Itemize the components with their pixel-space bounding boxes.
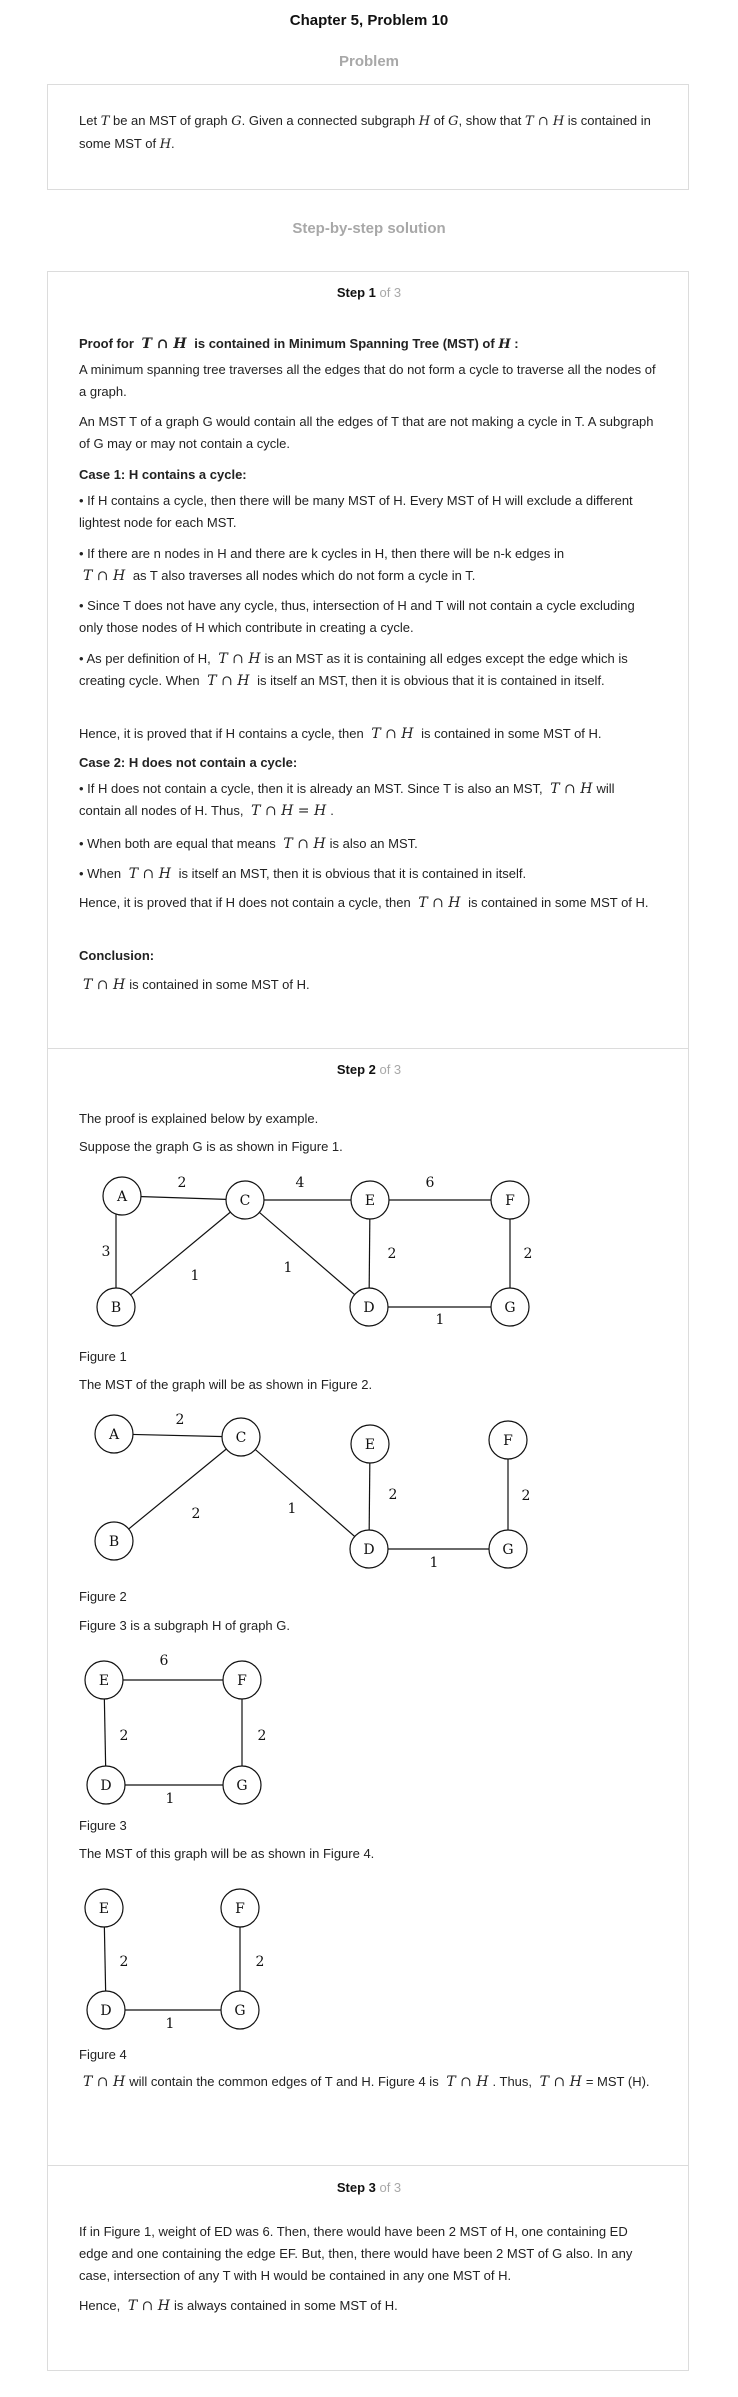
node-label: E — [99, 1901, 109, 1917]
node-label: D — [363, 1542, 374, 1558]
case1-heading: Case 1: H contains a cycle: — [79, 467, 247, 482]
edge-weight: 2 — [192, 1506, 201, 1522]
edge-weight: 6 — [160, 1653, 169, 1669]
node-label: C — [236, 1430, 247, 1446]
edge-weight: 1 — [166, 1791, 175, 1807]
edge-weight: 2 — [256, 1954, 265, 1970]
figure1-graph: A C E F B D G 2 4 6 3 1 1 2 2 1 — [96, 1175, 533, 1328]
edge-weight: 3 — [102, 1244, 111, 1260]
bullet: • When T ∩ H is itself an MST, then it i… — [79, 866, 527, 882]
node-label: G — [502, 1542, 513, 1558]
node-label: F — [505, 1193, 515, 1209]
bullet: • If H does not contain a cycle, then it… — [79, 781, 615, 819]
edge-weight: 6 — [426, 1175, 435, 1191]
node-label: E — [365, 1437, 375, 1453]
node-label: D — [100, 1778, 111, 1794]
step1-heading: Step 1 of 3 — [336, 285, 402, 300]
paragraph: An MST T of a graph G would contain all … — [79, 414, 654, 451]
step-divider — [47, 1048, 689, 1049]
bullet: • Since T does not have any cycle, thus,… — [79, 598, 635, 635]
edge-weight: 1 — [284, 1260, 293, 1276]
solution-label: Step-by-step solution — [292, 220, 446, 237]
bullet: • If there are n nodes in H and there ar… — [79, 546, 565, 584]
edge-weight: 2 — [522, 1488, 531, 1504]
node-label: F — [235, 1901, 245, 1917]
edge-weight: 2 — [120, 1728, 129, 1744]
edge-weight: 1 — [166, 2016, 175, 2032]
page-title: Chapter 5, Problem 10 — [289, 12, 449, 29]
bullet: • If H contains a cycle, then there will… — [79, 493, 633, 530]
paragraph: Suppose the graph G is as shown in Figur… — [79, 1139, 343, 1154]
edge-weight: 2 — [176, 1412, 185, 1428]
edge-weight: 2 — [258, 1728, 267, 1744]
node-label: A — [108, 1427, 120, 1443]
edge-weight: 1 — [436, 1312, 445, 1328]
node-label: F — [237, 1673, 247, 1689]
edge-weight: 2 — [524, 1246, 533, 1262]
edge-weight: 2 — [389, 1487, 398, 1503]
node-label: B — [111, 1300, 121, 1316]
paragraph: The MST of this graph will be as shown i… — [79, 1846, 375, 1861]
edge-weight: 2 — [178, 1175, 187, 1191]
paragraph: Hence, it is proved that if H does not c… — [79, 895, 649, 911]
figure-caption: Figure 3 — [79, 1818, 127, 1833]
step3-heading: Step 3 of 3 — [336, 2180, 402, 2195]
paragraph: If in Figure 1, weight of ED was 6. Then… — [79, 2224, 633, 2283]
problem-label: Problem — [338, 53, 399, 70]
figure-caption: Figure 1 — [79, 1349, 127, 1364]
edge-weight: 4 — [296, 1175, 305, 1191]
figure2-graph: A C E F B D G 2 2 1 2 2 1 — [94, 1412, 531, 1571]
edge-weight: 1 — [288, 1501, 297, 1517]
edge-weight: 1 — [430, 1555, 439, 1571]
step2-heading: Step 2 of 3 — [336, 1062, 402, 1077]
problem-box — [47, 84, 689, 190]
node-label: E — [365, 1193, 375, 1209]
figure-caption: Figure 4 — [79, 2047, 127, 2062]
node-label: E — [99, 1673, 109, 1689]
node-label: C — [240, 1193, 251, 1209]
paragraph: Hence, it is proved that if H contains a… — [79, 726, 602, 742]
node-label: D — [363, 1300, 374, 1316]
edge-weight: 2 — [120, 1954, 129, 1970]
edge-weight: 1 — [191, 1268, 200, 1284]
node-label: G — [504, 1300, 515, 1316]
edge-weight: 2 — [388, 1246, 397, 1262]
figure4-graph: E F D G 2 2 1 — [84, 1888, 265, 2032]
paragraph: The MST of the graph will be as shown in… — [79, 1377, 373, 1392]
node-label: G — [236, 1778, 247, 1794]
figure3-graph: E F D G 6 2 2 1 — [84, 1653, 267, 1807]
proof-heading: Proof for T ∩ H is contained in Minimum … — [79, 336, 519, 352]
node-label: G — [234, 2003, 245, 2019]
step-divider — [47, 2165, 689, 2166]
paragraph: Figure 3 is a subgraph H of graph G. — [79, 1618, 291, 1633]
node-label: B — [109, 1534, 119, 1550]
problem-text: Let T be an MST of graph G. Given a conn… — [79, 113, 651, 152]
node-label: A — [116, 1189, 128, 1205]
paragraph: A minimum spanning tree traverses all th… — [79, 362, 656, 399]
paragraph: The proof is explained below by example. — [79, 1111, 319, 1126]
node-label: F — [503, 1433, 513, 1449]
node-label: D — [100, 2003, 111, 2019]
figure-caption: Figure 2 — [79, 1589, 127, 1604]
conclusion-heading: Conclusion: — [79, 948, 155, 963]
case2-heading: Case 2: H does not contain a cycle: — [79, 755, 298, 770]
